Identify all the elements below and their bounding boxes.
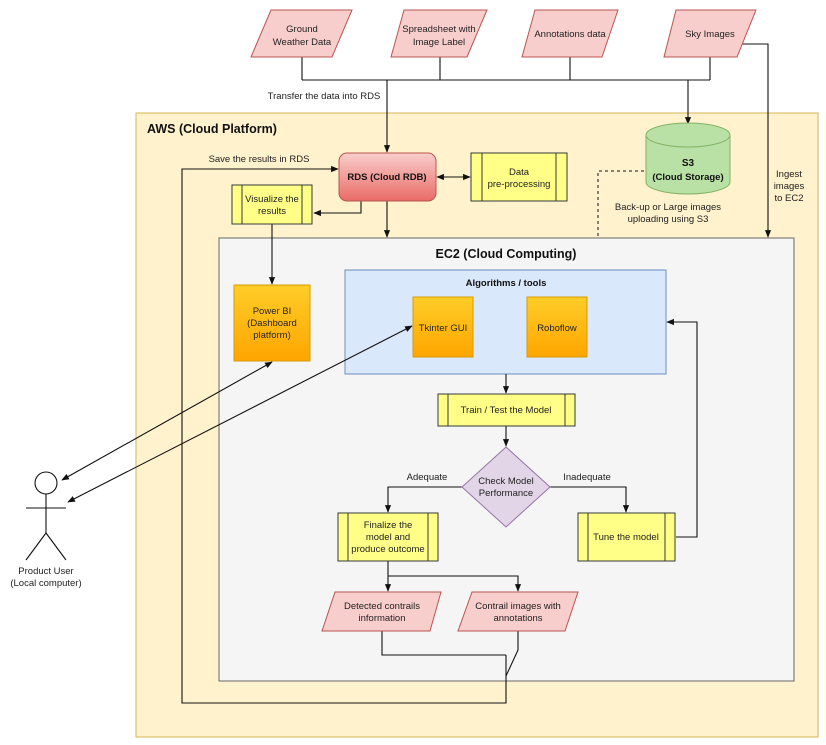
finalize-label: Finalize the — [364, 520, 413, 531]
visualize-node: Visualize the results — [231, 184, 313, 225]
visualize-label: results — [258, 206, 286, 217]
source-label: Sky Images — [685, 29, 735, 40]
user-label: Product User — [18, 566, 73, 577]
adequate-label: Adequate — [407, 472, 448, 483]
tool-tkinter: Tkinter GUI — [412, 296, 474, 358]
output-contrail-images: Contrail images with annotations — [457, 591, 579, 632]
visualize-label: Visualize the — [245, 194, 299, 205]
check-label: Performance — [479, 488, 533, 499]
source-label: Weather Data — [273, 37, 332, 48]
source-label: Ground — [286, 24, 318, 35]
backup-label: uploading using S3 — [628, 214, 709, 225]
tool-label: Tkinter GUI — [419, 323, 468, 334]
connectors — [61, 43, 772, 704]
ingest-label: images — [774, 181, 805, 192]
rds-label: RDS (Cloud RDB) — [347, 172, 426, 183]
ingest-label: Ingest — [776, 169, 802, 180]
tool-roboflow: Roboflow — [526, 296, 588, 358]
output-label: annotations — [493, 613, 542, 624]
check-performance-node: Check Model Performance — [461, 446, 551, 528]
source-ground-weather: Ground Weather Data — [250, 9, 353, 58]
source-spreadsheet: Spreadsheet with Image Label — [390, 9, 488, 58]
finalize-node: Finalize the model and produce outcome — [337, 512, 439, 562]
powerbi-label: Power BI — [253, 306, 292, 317]
ingest-label: to EC2 — [774, 193, 803, 204]
user-label: (Local computer) — [10, 578, 81, 589]
source-label: Image Label — [413, 37, 465, 48]
output-label: Contrail images with — [475, 601, 561, 612]
aws-title: AWS (Cloud Platform) — [147, 122, 277, 136]
check-label: Check Model — [478, 476, 533, 487]
finalize-label: produce outcome — [351, 544, 424, 555]
powerbi-label: (Dashboard — [247, 318, 297, 329]
source-sky-images: Sky Images — [663, 9, 757, 58]
s3-label: S3 — [682, 158, 695, 169]
preprocessing-label: Data — [509, 167, 530, 178]
output-label: information — [359, 613, 406, 624]
algorithms-title: Algorithms / tools — [466, 278, 547, 289]
s3-node: S3 (Cloud Storage) — [645, 122, 731, 195]
product-user-actor — [25, 471, 67, 561]
tool-label: Roboflow — [537, 323, 577, 334]
powerbi-label: platform) — [253, 330, 290, 341]
save-label: Save the results in RDS — [209, 154, 310, 165]
finalize-label: model and — [366, 532, 410, 543]
source-label: Spreadsheet with — [402, 24, 475, 35]
preprocessing-label: pre-processing — [488, 179, 551, 190]
output-detected-contrails: Detected contrails information — [321, 591, 442, 632]
powerbi-node: Power BI (Dashboard platform) — [233, 284, 311, 362]
source-label: Annotations data — [534, 29, 606, 40]
s3-label: (Cloud Storage) — [652, 172, 723, 183]
inadequate-label: Inadequate — [563, 472, 611, 483]
source-annotations: Annotations data — [521, 9, 619, 58]
train-label: Train / Test the Model — [461, 405, 552, 416]
tune-node: Tune the model — [577, 512, 676, 562]
preprocessing-node: Data pre-processing — [470, 152, 568, 202]
rds-node: RDS (Cloud RDB) — [338, 152, 437, 202]
output-label: Detected contrails — [344, 601, 420, 612]
ec2-title: EC2 (Cloud Computing) — [436, 247, 577, 261]
backup-label: Back-up or Large images — [615, 202, 721, 213]
transfer-label: Transfer the data into RDS — [268, 91, 381, 102]
tune-label: Tune the model — [593, 532, 659, 543]
train-node: Train / Test the Model — [437, 393, 576, 427]
